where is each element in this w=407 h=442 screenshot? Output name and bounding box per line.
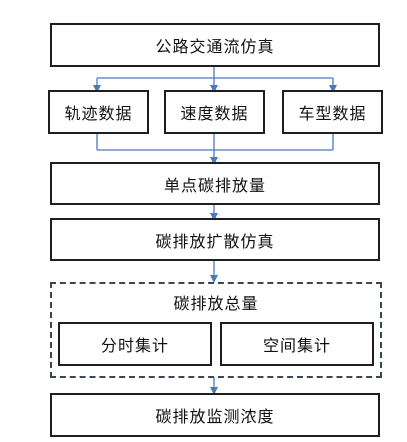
time-aggregation-box: 分时集计 (58, 322, 212, 366)
total-emission-group (50, 282, 382, 378)
space-aggregation-box: 空间集计 (220, 322, 374, 366)
vehicle-type-data-box: 车型数据 (282, 90, 383, 134)
trajectory-data-box: 轨迹数据 (48, 90, 149, 134)
traffic-simulation-box: 公路交通流仿真 (50, 23, 380, 67)
emission-diffusion-box: 碳排放扩散仿真 (50, 218, 380, 261)
single-point-emission-box: 单点碳排放量 (50, 162, 380, 205)
speed-data-box: 速度数据 (164, 90, 265, 134)
total-emission-title: 碳排放总量 (173, 294, 259, 313)
monitoring-concentration-box: 碳排放监测浓度 (50, 393, 380, 437)
